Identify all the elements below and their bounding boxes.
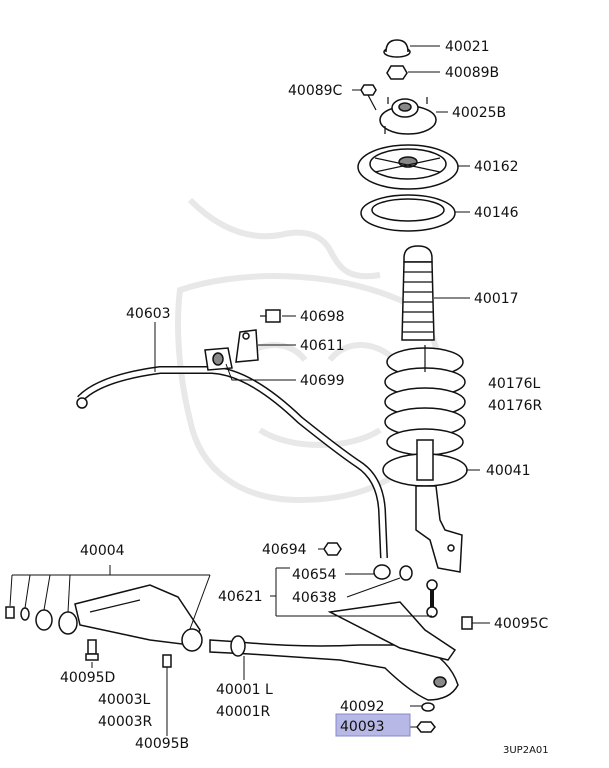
label-40092[interactable]: 40092 bbox=[340, 699, 385, 715]
label-40089B[interactable]: 40089B bbox=[445, 65, 499, 81]
part-40638-link bbox=[399, 565, 438, 618]
part-40093-nut bbox=[416, 721, 436, 733]
part-40698-bolt bbox=[260, 309, 281, 323]
part-40017-dust-boot bbox=[401, 245, 435, 341]
label-40699[interactable]: 40699 bbox=[300, 373, 345, 389]
part-40699-bushing bbox=[204, 347, 233, 371]
part-40611-bracket bbox=[235, 329, 259, 363]
part-40092-washer bbox=[421, 702, 435, 712]
label-40146[interactable]: 40146 bbox=[474, 205, 519, 221]
label-40021[interactable]: 40021 bbox=[445, 39, 490, 55]
part-40146-insulator bbox=[360, 194, 456, 232]
part-40162-spring-seat bbox=[357, 144, 459, 190]
part-40095B-bolt bbox=[162, 654, 172, 668]
label-40654[interactable]: 40654 bbox=[292, 567, 337, 583]
label-40176L[interactable]: 40176L bbox=[488, 376, 541, 392]
label-40041[interactable]: 40041 bbox=[486, 463, 531, 479]
label-40638[interactable]: 40638 bbox=[292, 590, 337, 606]
label-40162[interactable]: 40162 bbox=[474, 159, 519, 175]
label-40001R[interactable]: 40001R bbox=[216, 704, 271, 720]
part-40003-crossmember bbox=[58, 584, 203, 652]
label-40095B[interactable]: 40095B bbox=[135, 736, 189, 752]
part-40041-strut bbox=[382, 439, 468, 573]
label-40025B[interactable]: 40025B bbox=[452, 105, 506, 121]
diagram-code: 3UP2A01 bbox=[503, 745, 549, 756]
label-40004[interactable]: 40004 bbox=[80, 543, 125, 559]
label-40698[interactable]: 40698 bbox=[300, 309, 345, 325]
highlight-40093 bbox=[335, 713, 411, 737]
part-40021-cap bbox=[383, 39, 411, 58]
label-40095C[interactable]: 40095C bbox=[494, 616, 549, 632]
label-40095D[interactable]: 40095D bbox=[60, 670, 115, 686]
label-40089C[interactable]: 40089C bbox=[288, 83, 343, 99]
part-40089C-nut bbox=[360, 84, 377, 111]
part-40089B-nut bbox=[386, 65, 408, 80]
label-40611[interactable]: 40611 bbox=[300, 338, 345, 354]
part-40095C-bolt bbox=[461, 616, 473, 630]
label-40017[interactable]: 40017 bbox=[474, 291, 519, 307]
label-40694[interactable]: 40694 bbox=[262, 542, 307, 558]
part-40694-nut bbox=[323, 542, 342, 556]
part-40025B-mount bbox=[379, 97, 437, 135]
label-40001L[interactable]: 40001 L bbox=[216, 682, 273, 698]
leader-lines bbox=[9, 45, 490, 736]
label-40176R[interactable]: 40176R bbox=[488, 398, 543, 414]
label-40003R[interactable]: 40003R bbox=[98, 714, 153, 730]
label-40003L[interactable]: 40003L bbox=[98, 692, 151, 708]
part-40095D-bolt bbox=[85, 639, 99, 661]
part-40654-bush bbox=[373, 564, 391, 580]
label-40093[interactable]: 40093 bbox=[340, 719, 385, 735]
label-40621[interactable]: 40621 bbox=[218, 589, 263, 605]
part-40176-coil-spring bbox=[384, 345, 466, 456]
part-40603-stabilizer-bar bbox=[76, 366, 388, 559]
label-40603[interactable]: 40603 bbox=[126, 306, 171, 322]
part-40004-hardware bbox=[5, 606, 53, 631]
